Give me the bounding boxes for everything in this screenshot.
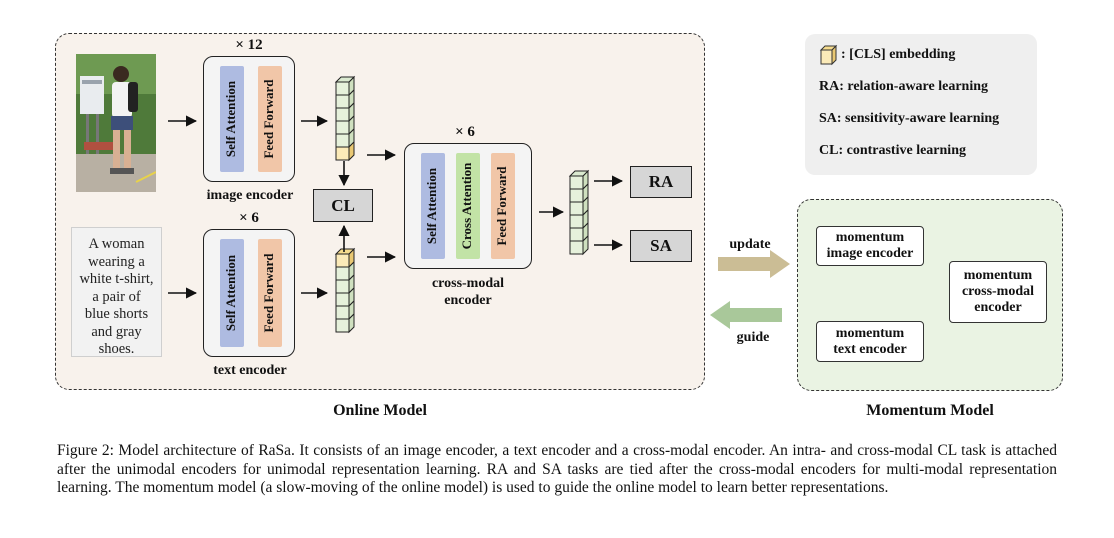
cross-modal-token-stack [568, 169, 590, 256]
image-feed-forward-block [258, 66, 282, 172]
token [335, 318, 350, 333]
token-top [568, 170, 590, 177]
token [569, 214, 584, 229]
online-model-title: Online Model [333, 402, 427, 419]
token [569, 175, 584, 190]
person-image [76, 54, 156, 192]
legend: : [CLS] embedding RA: relation-aware lea… [805, 34, 1037, 175]
image-token-stack [334, 75, 356, 162]
image-encoder-box: Self Attention Feed Forward [203, 56, 295, 182]
cl-box: CL [313, 189, 373, 222]
image-encoder-repeat: × 12 [235, 37, 263, 53]
legend-ra: RA: relation-aware learning [819, 79, 989, 94]
token [569, 240, 584, 255]
figure-caption: Figure 2: Model architecture of RaSa. It… [57, 442, 1057, 496]
momentum-text-encoder-line2: text encoder [833, 341, 907, 357]
guide-label: guide [736, 330, 770, 345]
momentum-text-encoder-box: momentum text encoder [816, 321, 924, 362]
cls-token [335, 253, 350, 268]
update-arrow [718, 250, 790, 278]
token [335, 292, 350, 307]
text-input-line: white t-shirt, [79, 271, 154, 287]
legend-cl: CL: contrastive learning [819, 143, 966, 158]
cross-modal-encoder-repeat: × 6 [455, 124, 475, 140]
token [569, 188, 584, 203]
token [335, 94, 350, 109]
token [335, 266, 350, 281]
image-self-attention-block [220, 66, 244, 172]
text-input-line: shoes. [98, 341, 135, 357]
token [335, 305, 350, 320]
momentum-cross-modal-line3: encoder [974, 300, 1022, 315]
momentum-cross-modal-line2: cross-modal [961, 284, 1035, 299]
momentum-image-encoder-box: momentum image encoder [816, 226, 924, 266]
text-feed-forward-block [258, 239, 282, 347]
token [569, 201, 584, 216]
token [335, 81, 350, 96]
token-side [348, 312, 355, 334]
token-side [348, 140, 355, 162]
momentum-cross-modal-encoder-box: momentum cross-modal encoder [949, 261, 1047, 323]
legend-sa: SA: sensitivity-aware learning [819, 111, 1000, 126]
cross-modal-encoder-label-line2: encoder [444, 293, 492, 308]
token [335, 279, 350, 294]
token [335, 120, 350, 135]
cross-self-attention-block [421, 153, 445, 259]
cross-modal-encoder-label: cross-modal encoder [408, 275, 528, 309]
text-input-line: A woman [88, 236, 145, 252]
cross-feed-forward-block [491, 153, 515, 259]
online-model-panel [55, 33, 705, 390]
cls-token [335, 146, 350, 161]
sa-box: SA [630, 230, 692, 262]
token [335, 133, 350, 148]
image-encoder-label: image encoder [206, 188, 294, 203]
cross-cross-attention-block [456, 153, 480, 259]
text-input-box: A woman wearing a white t-shirt, a pair … [71, 227, 162, 357]
momentum-model-title: Momentum Model [866, 402, 994, 419]
update-label: update [729, 237, 771, 252]
text-token-stack [334, 247, 356, 334]
guide-arrow [710, 301, 782, 329]
text-input-line: and gray [91, 323, 142, 340]
momentum-text-encoder-line1: momentum [835, 325, 905, 341]
text-input-line: a pair of [92, 288, 141, 305]
text-encoder-box: Self Attention Feed Forward [203, 229, 295, 357]
legend-cls: : [CLS] embedding [841, 47, 956, 62]
token [335, 107, 350, 122]
cls-token-icon [819, 44, 838, 66]
momentum-image-encoder-line2: image encoder [826, 246, 914, 261]
cross-modal-encoder-box: Self Attention Cross Attention Feed Forw… [404, 143, 532, 269]
token-side [582, 234, 589, 256]
text-encoder-label: text encoder [213, 363, 287, 378]
text-self-attention-block [220, 239, 244, 347]
momentum-image-encoder-line1: momentum [835, 230, 905, 245]
text-input-line: blue shorts [84, 306, 149, 322]
token-top [334, 248, 356, 255]
ra-box: RA [630, 166, 692, 198]
text-input-line: wearing a [88, 253, 145, 270]
token [569, 227, 584, 242]
text-encoder-repeat: × 6 [239, 210, 259, 226]
token-top [334, 76, 356, 83]
cross-modal-encoder-label-line1: cross-modal [431, 276, 505, 291]
momentum-cross-modal-line1: momentum [963, 268, 1033, 283]
